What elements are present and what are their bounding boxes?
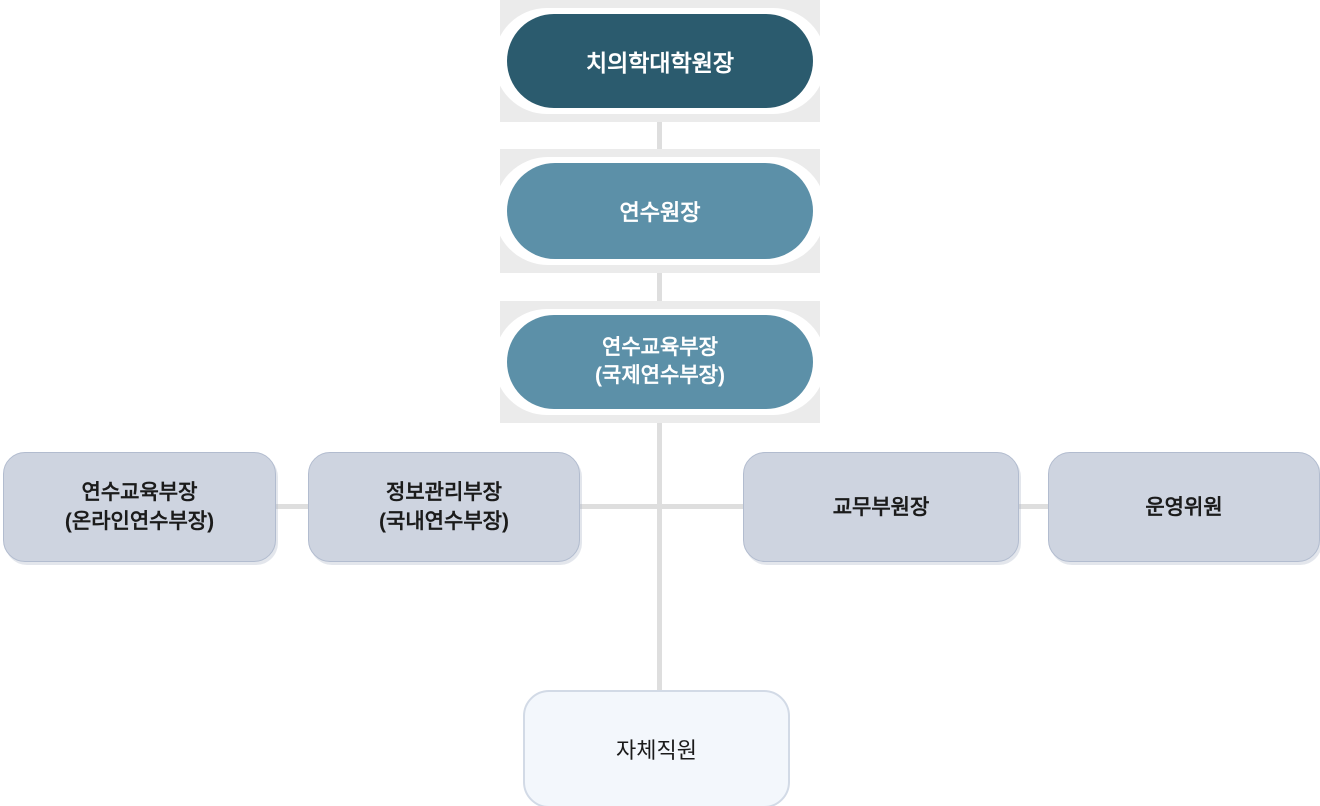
node-label: 운영위원: [1145, 495, 1223, 519]
node-sublabel: (국제연수부장): [595, 364, 725, 387]
connector-level3-level5: [657, 423, 662, 690]
node-steering-committee: 운영위원: [1046, 450, 1320, 562]
node-label: 연수교육부장: [602, 336, 718, 359]
node-dean-of-dental-graduate-school: 치의학대학원장: [507, 14, 813, 108]
node-academic-affairs-vice-dean: 교무부원장: [741, 450, 1021, 562]
node-training-education-head-online: 연수교육부장 (온라인연수부장): [1, 450, 278, 562]
connector-level2-level3: [657, 273, 662, 301]
node-level1-wrap: 치의학대학원장: [494, 0, 826, 122]
node-training-institute-director: 연수원장: [507, 163, 813, 259]
node-level3-wrap: 연수교육부장 (국제연수부장): [494, 301, 826, 423]
node-level2-wrap: 연수원장: [494, 149, 826, 273]
connector-level4-row: [140, 504, 1180, 509]
node-internal-staff: 자체직원: [522, 688, 792, 806]
node-label: 교무부원장: [832, 495, 930, 519]
node-label: 치의학대학원장: [585, 50, 735, 76]
node-label: 연수교육부장: [81, 481, 198, 504]
node-label: 연수원장: [619, 200, 701, 225]
connector-level1-level2: [657, 122, 662, 149]
node-sublabel: (온라인연수부장): [64, 510, 215, 533]
node-label: 자체직원: [616, 738, 697, 763]
node-training-education-head: 연수교육부장 (국제연수부장): [507, 315, 813, 409]
node-label: 정보관리부장: [386, 481, 502, 504]
node-sublabel: (국내연수부장): [379, 510, 509, 533]
node-information-management-head: 정보관리부장 (국내연수부장): [306, 450, 582, 562]
